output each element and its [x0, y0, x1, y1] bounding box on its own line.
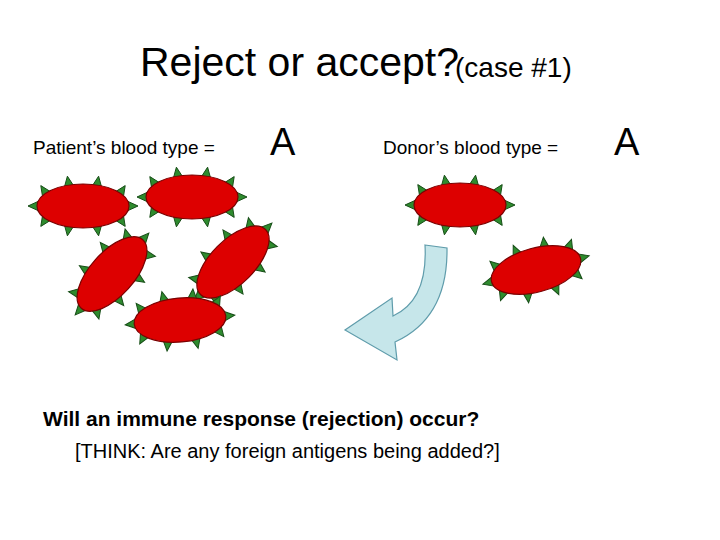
red-blood-cell: [475, 227, 597, 313]
patient-label: Patient’s blood type =: [33, 138, 215, 159]
blood-type: A: [270, 122, 295, 164]
transfer-arrow: [345, 245, 447, 360]
hint-text: [THINK: Are any foreign antigens being a…: [75, 440, 500, 462]
blood-type: A: [614, 122, 639, 164]
question-text: Will an immune response (rejection) occu…: [43, 407, 479, 430]
red-blood-cell: [137, 167, 247, 227]
red-blood-cell: [405, 175, 515, 235]
donor-label: Donor’s blood type =: [383, 138, 558, 159]
slide-title: Reject or accept?: [140, 40, 459, 85]
red-blood-cell: [123, 286, 238, 355]
case-number: (case #1): [455, 53, 572, 84]
red-blood-cell: [28, 176, 138, 236]
